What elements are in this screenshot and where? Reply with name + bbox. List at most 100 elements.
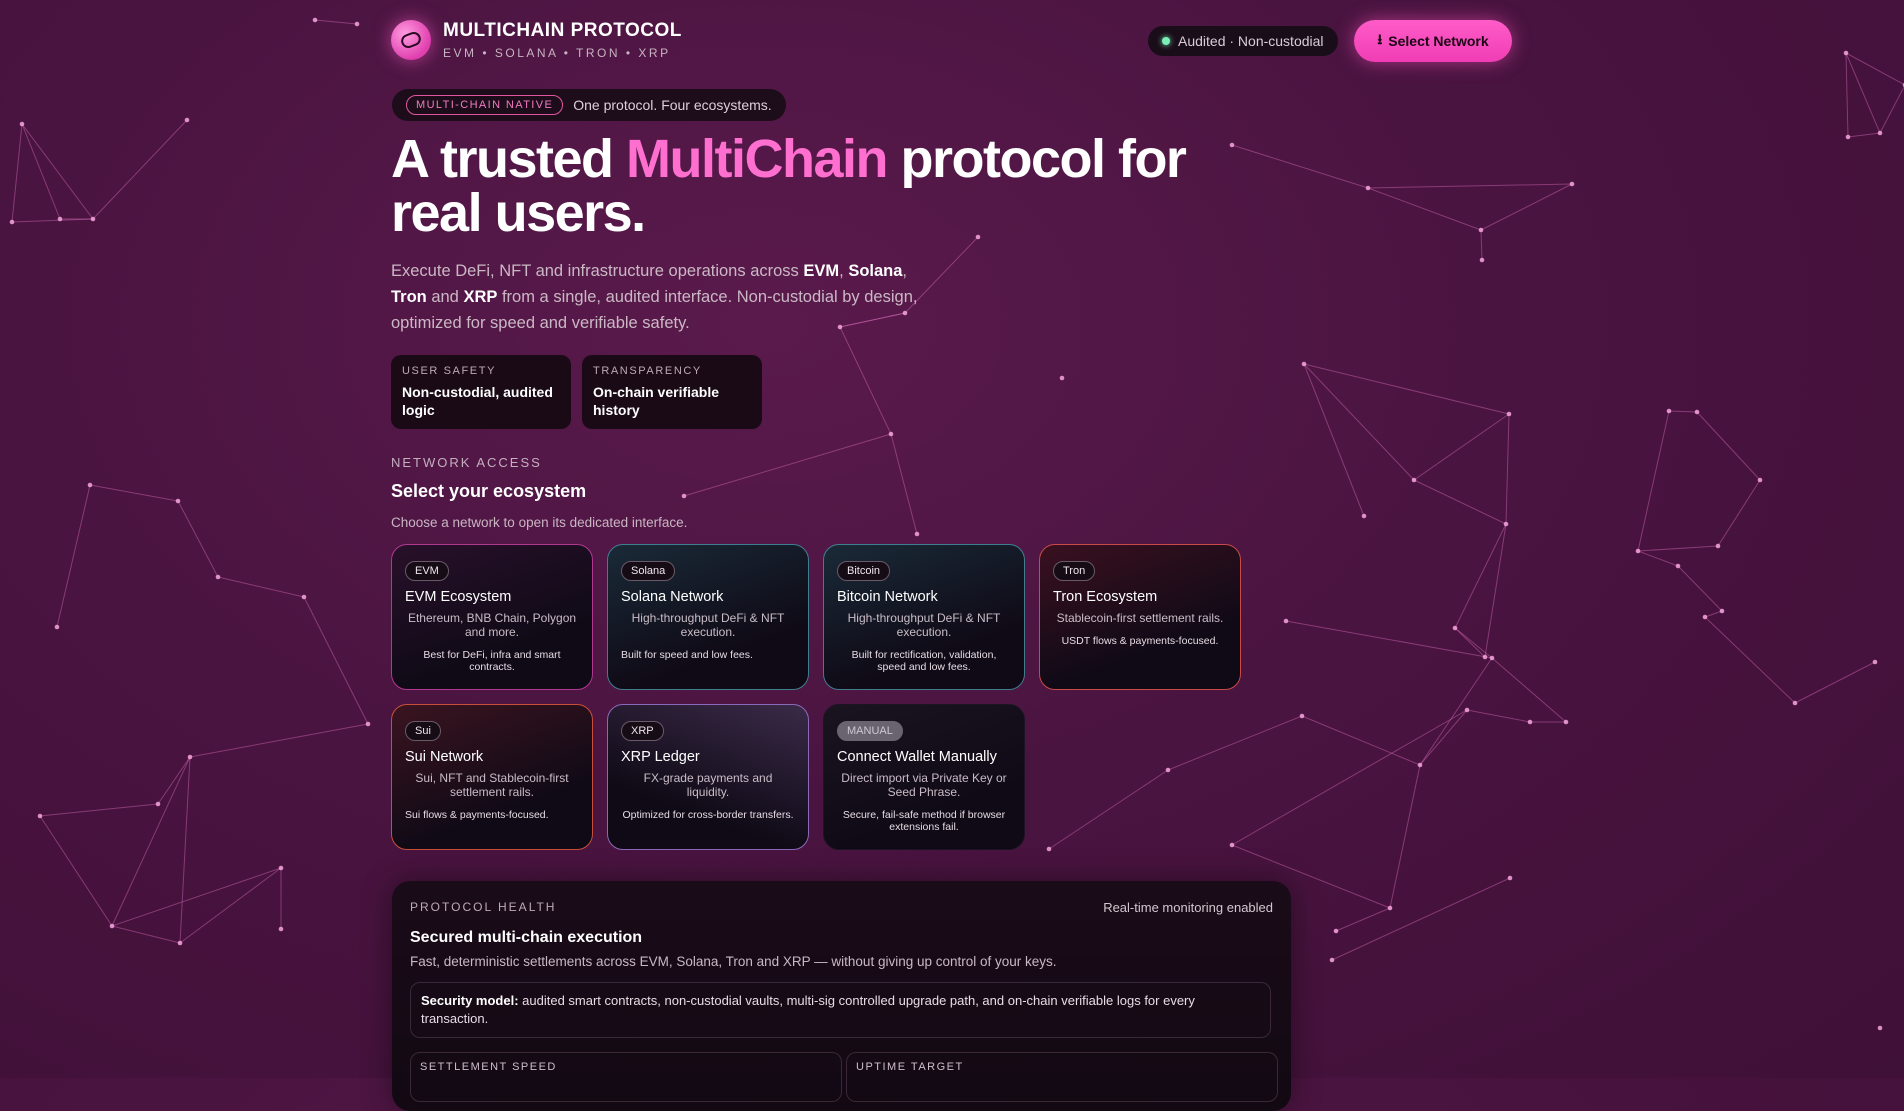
network-name: Bitcoin Network xyxy=(837,589,938,605)
network-edge xyxy=(1367,187,1482,231)
network-node xyxy=(1569,181,1575,187)
metric-label: UPTIME TARGET xyxy=(856,1061,964,1073)
network-card-sui[interactable]: Sui Sui Network Sui, NFT and Stablecoin-… xyxy=(391,704,593,850)
network-node xyxy=(1792,700,1798,706)
network-edge xyxy=(839,312,906,328)
network-edge xyxy=(1480,229,1483,261)
select-network-label: Select Network xyxy=(1388,33,1489,49)
network-node xyxy=(1719,608,1725,614)
network-node xyxy=(1165,767,1171,773)
network-edge xyxy=(177,500,219,578)
network-node xyxy=(837,324,843,330)
network-note: Built for rectification, validation, spe… xyxy=(851,649,997,673)
network-node xyxy=(1694,409,1700,415)
network-card-tron[interactable]: Tron Tron Ecosystem Stablecoin-first set… xyxy=(1039,544,1241,690)
network-node xyxy=(175,498,181,504)
network-node xyxy=(1563,719,1569,725)
network-node xyxy=(1283,618,1289,624)
network-edge xyxy=(1845,52,1904,86)
info-card-key: TRANSPARENCY xyxy=(593,365,702,377)
health-kicker: PROTOCOL HEALTH xyxy=(410,900,557,914)
network-edge xyxy=(1231,709,1468,846)
network-edge xyxy=(1466,709,1531,723)
network-edge xyxy=(21,123,94,220)
logo-icon xyxy=(391,20,431,60)
network-badge: Solana xyxy=(621,561,676,581)
security-model-text: audited smart contracts, non-custodial v… xyxy=(421,993,1195,1026)
network-node xyxy=(1845,134,1851,140)
network-card-manual[interactable]: MANUAL Connect Wallet Manually Direct im… xyxy=(823,704,1025,850)
network-desc: High-throughput DeFi & NFT execution. xyxy=(631,611,785,639)
network-edge xyxy=(1491,657,1567,723)
network-node xyxy=(57,216,63,222)
network-badge: MANUAL xyxy=(837,721,903,741)
network-edge xyxy=(1048,769,1169,850)
brand-title: MULTICHAIN PROTOCOL xyxy=(443,20,682,41)
network-node xyxy=(1361,513,1367,519)
network-edge xyxy=(39,803,159,817)
network-edge xyxy=(179,756,191,944)
network-node xyxy=(1046,846,1052,852)
network-edge xyxy=(1696,411,1761,481)
network-section-description: Choose a network to open its dedicated i… xyxy=(391,515,688,530)
info-card-value: On-chain verifiable history xyxy=(593,384,720,418)
desc-bold: XRP xyxy=(463,288,498,306)
network-node xyxy=(312,17,318,23)
multichain-tag: MULTI-CHAIN NATIVE xyxy=(406,95,564,115)
network-edge xyxy=(839,312,906,328)
network-edge xyxy=(1303,363,1365,517)
network-name: Tron Ecosystem xyxy=(1053,589,1158,605)
network-node xyxy=(1877,1025,1883,1031)
network-badge: Tron xyxy=(1053,561,1096,581)
security-model-box: Security model: audited smart contracts,… xyxy=(410,982,1271,1038)
network-node xyxy=(54,624,60,630)
network-desc: FX-grade payments and liquidity. xyxy=(643,771,773,799)
network-edge xyxy=(92,119,188,220)
network-edge xyxy=(1301,715,1421,766)
desc-text: from a single, audited interface. Non-cu… xyxy=(391,288,918,332)
network-background-graphic xyxy=(9,17,1904,1031)
audit-label: Audited · Non-custodial xyxy=(1178,33,1324,49)
desc-bold: Tron xyxy=(391,288,427,306)
hero-title: A trusted MultiChain protocol for real u… xyxy=(391,132,1251,240)
network-node xyxy=(1464,707,1470,713)
network-card-bitcoin[interactable]: Bitcoin Bitcoin Network High-throughput … xyxy=(823,544,1025,690)
network-edge xyxy=(217,576,305,598)
network-node xyxy=(187,754,193,760)
network-edge xyxy=(1413,479,1507,525)
network-node xyxy=(1478,227,1484,233)
network-node xyxy=(1506,411,1512,417)
network-edge xyxy=(1704,616,1796,704)
network-edge xyxy=(1303,363,1510,415)
network-node xyxy=(1482,654,1488,660)
network-desc: Ethereum, BNB Chain, Polygon and more. xyxy=(407,611,577,639)
hero-description: Execute DeFi, NFT and infrastructure ope… xyxy=(391,258,921,336)
network-edge xyxy=(904,236,979,314)
network-edge xyxy=(839,326,892,435)
network-edge xyxy=(1480,183,1573,231)
network-edge xyxy=(1505,413,1510,525)
hero-title-post: protocol for real users. xyxy=(391,129,1187,243)
realtime-monitoring-label: Real-time monitoring enabled xyxy=(1103,900,1273,915)
network-desc: Sui, NFT and Stablecoin-first settlement… xyxy=(415,771,569,799)
network-node xyxy=(1333,928,1339,934)
network-edge xyxy=(1335,907,1391,932)
network-edge xyxy=(1367,183,1573,189)
network-name: Connect Wallet Manually xyxy=(837,749,997,765)
network-edge xyxy=(1454,627,1486,658)
network-edge xyxy=(1484,523,1507,658)
network-card-solana[interactable]: Solana Solana Network High-throughput De… xyxy=(607,544,809,690)
network-note: Sui flows & payments-focused. xyxy=(405,809,549,821)
network-desc: High-throughput DeFi & NFT execution. xyxy=(847,611,1001,639)
network-card-xrp[interactable]: XRP XRP Ledger FX-grade payments and liq… xyxy=(607,704,809,850)
network-desc: Direct import via Private Key or Seed Ph… xyxy=(841,771,1007,799)
select-network-button[interactable]: ⭳ Select Network xyxy=(1354,20,1512,62)
network-node xyxy=(215,574,221,580)
network-edge xyxy=(1231,144,1369,189)
network-name: Solana Network xyxy=(621,589,724,605)
network-card-evm[interactable]: EVM EVM Ecosystem Ethereum, BNB Chain, P… xyxy=(391,544,593,690)
metric-settlement-speed: SETTLEMENT SPEED xyxy=(410,1052,842,1102)
network-node xyxy=(87,482,93,488)
network-edge xyxy=(89,484,179,502)
network-edge xyxy=(111,925,181,944)
